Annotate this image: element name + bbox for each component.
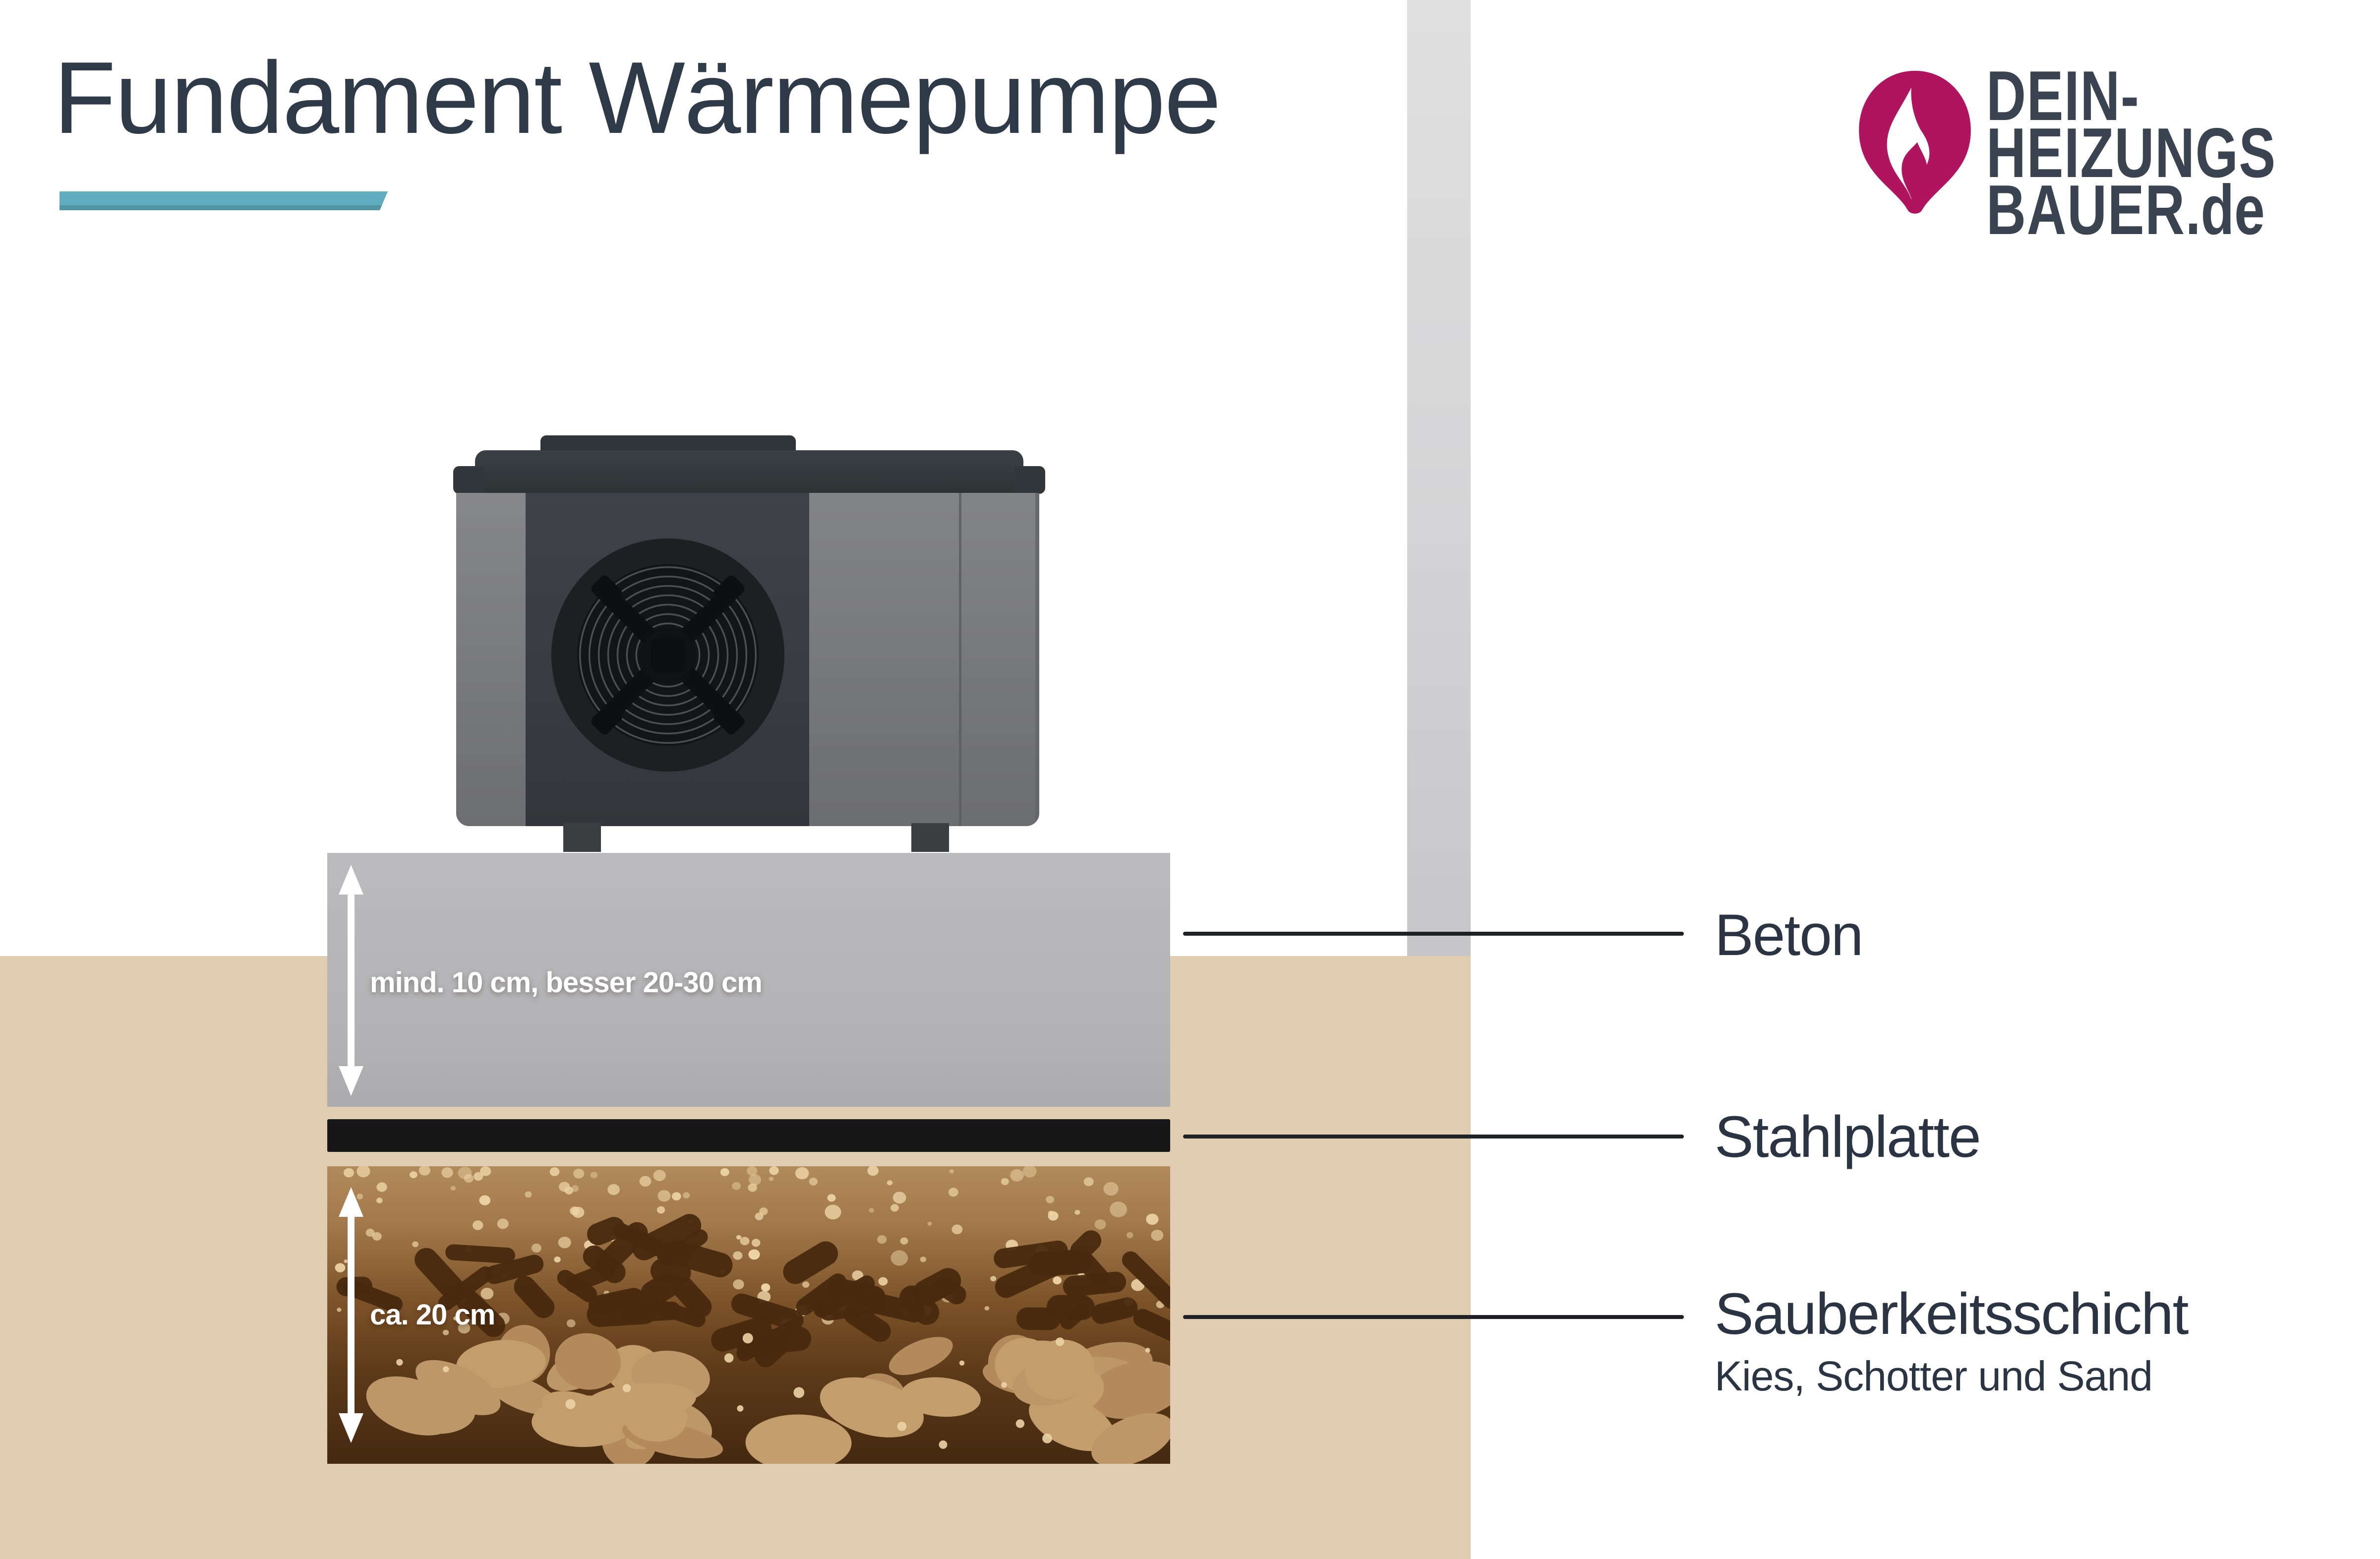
connector-line-beton bbox=[1183, 932, 1684, 936]
connector-line-sauberkeitsschicht bbox=[1183, 1315, 1684, 1319]
heat-pump-panel-seam bbox=[959, 493, 961, 826]
brand-wordmark: DEIN- HEIZUNGS BAUER.de bbox=[1986, 57, 2276, 245]
heat-pump-panel-left bbox=[456, 493, 526, 826]
concrete-layer bbox=[327, 853, 1170, 1107]
heat-pump-panel-right bbox=[809, 493, 1039, 826]
brand-logo: DEIN- HEIZUNGS BAUER.de bbox=[1853, 57, 2310, 272]
brand-line-3-main: BAUER bbox=[1986, 171, 2186, 249]
heat-pump-cap-ledge-left bbox=[453, 466, 484, 494]
double-headed-vertical-arrow-icon bbox=[339, 1187, 363, 1443]
brand-line-3: BAUER.de bbox=[1986, 175, 2276, 245]
gravel-dimension-label: ca. 20 cm bbox=[370, 1299, 495, 1331]
brand-line-3-suffix: .de bbox=[2185, 171, 2265, 249]
heat-pump-foot-left bbox=[563, 823, 601, 852]
heat-pump-edge-shade bbox=[1035, 493, 1039, 826]
title-underline bbox=[60, 191, 388, 210]
double-headed-vertical-arrow-icon bbox=[339, 865, 363, 1096]
heat-pump-foot-right bbox=[911, 823, 949, 852]
heat-pump-cap-ledge-right bbox=[1014, 466, 1045, 494]
wall-stripe bbox=[1407, 0, 1471, 956]
page-title: Fundament Wärmepumpe bbox=[54, 41, 1221, 155]
brand-line-1: DEIN- bbox=[1986, 57, 2140, 135]
label-sauberkeitsschicht-sub: Kies, Schotter und Sand bbox=[1715, 1353, 2153, 1399]
brand-line-2: HEIZUNGS bbox=[1986, 114, 2276, 192]
connector-line-stahlplatte bbox=[1183, 1135, 1684, 1139]
gravel-layer bbox=[327, 1166, 1170, 1464]
flame-drop-icon bbox=[1859, 70, 1971, 214]
concrete-dimension-label: mind. 10 cm, besser 20-30 cm bbox=[370, 966, 763, 999]
label-stahlplatte: Stahlplatte bbox=[1715, 1104, 1981, 1170]
steel-plate-layer bbox=[327, 1119, 1170, 1152]
heat-pump-top-cap bbox=[475, 450, 1023, 494]
label-sauberkeitsschicht: Sauberkeitsschicht bbox=[1715, 1281, 2189, 1347]
fan-grille-icon bbox=[551, 538, 785, 772]
label-beton: Beton bbox=[1715, 902, 1863, 968]
